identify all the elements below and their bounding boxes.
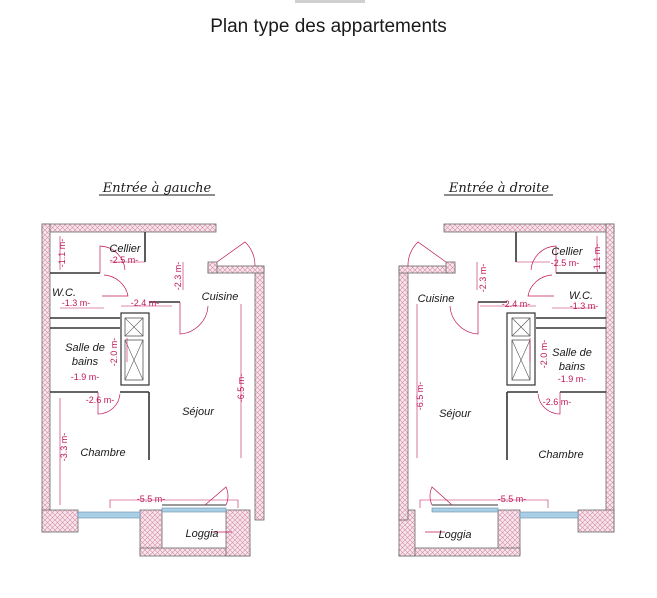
plan-subtitle: Entrée à gauche [102,181,212,196]
dim-bedroom-width: -2.6 m- [86,395,115,405]
window [431,507,499,513]
dim-total-width: -5.5 m- [137,494,166,504]
dim-wc-width: -1.3 m- [62,298,91,308]
room-chambre: Chambre [538,449,583,461]
dim-entry: -2.3 m- [173,262,183,291]
dimension-labels: -2.5 m- -1.1 m- -1.3 m- -2.4 m- -2.3 m- … [57,239,246,504]
window [77,511,141,519]
room-labels: Cellier W.C. Salle de bains Cuisine Séjo… [52,243,238,540]
room-sejour: Séjour [182,406,215,418]
room-sejour: Séjour [439,408,472,420]
room-cellier: Cellier [551,246,584,258]
dim-cellier-height: -1.1 m- [592,244,602,273]
window [161,507,227,513]
room-wc: W.C. [569,290,593,302]
dim-bath-height: -2.0 m- [109,338,119,367]
dim-cellier-height: -1.1 m- [57,239,67,268]
dim-bedroom-width: -2.6 m- [543,397,572,407]
dimension-lines [416,236,598,508]
interior-walls [432,232,606,506]
dim-cellier-width: -2.5 m- [551,258,580,268]
plan-subtitle: Entrée à droite [448,181,549,196]
plan-entree-gauche: Entrée à gauche [41,181,265,557]
dim-sejour-height: -6.5 m- [236,374,246,403]
room-loggia: Loggia [438,529,471,541]
dim-bath-width: -1.9 m- [558,374,587,384]
room-cuisine: Cuisine [202,291,239,303]
door-swings [97,241,256,533]
dim-hall: -2.4 m- [131,298,160,308]
dim-wc-width: -1.3 m- [570,301,599,311]
room-cellier: Cellier [109,243,142,255]
room-cuisine: Cuisine [418,293,455,305]
room-chambre: Chambre [80,447,125,459]
dim-total-width: -5.5 m- [498,494,527,504]
dim-entry: -2.3 m- [478,264,488,293]
dim-bath-width: -1.9 m- [71,372,100,382]
plan-entree-droite: Entrée à droite [398,181,615,557]
room-labels: Cellier W.C. Salle de bains Cuisine Séjo… [418,246,593,541]
dim-bedroom-height: -3.3 m- [59,433,69,462]
interior-walls [50,232,226,506]
room-loggia: Loggia [185,528,218,540]
outer-walls [41,223,265,557]
room-salle-de: Salle de [552,347,592,359]
top-decoration-bar [295,0,365,3]
room-bains: bains [72,356,99,368]
dimension-lines [59,236,242,508]
room-wc: W.C. [52,287,76,299]
room-salle-de: Salle de [65,342,105,354]
dim-bath-height: -2.0 m- [539,340,549,369]
door-swings [407,241,561,533]
dim-sejour-height: -6.5 m- [415,382,425,411]
dim-cellier-width: -2.5 m- [110,255,139,265]
outer-walls [398,223,615,557]
page-title: Plan type des appartements [210,16,447,37]
dimension-labels: -2.5 m- -1.1 m- -1.3 m- -2.4 m- -2.3 m- … [415,244,602,504]
window [519,511,579,519]
dim-hall: -2.4 m- [502,299,531,309]
room-bains: bains [559,361,586,373]
